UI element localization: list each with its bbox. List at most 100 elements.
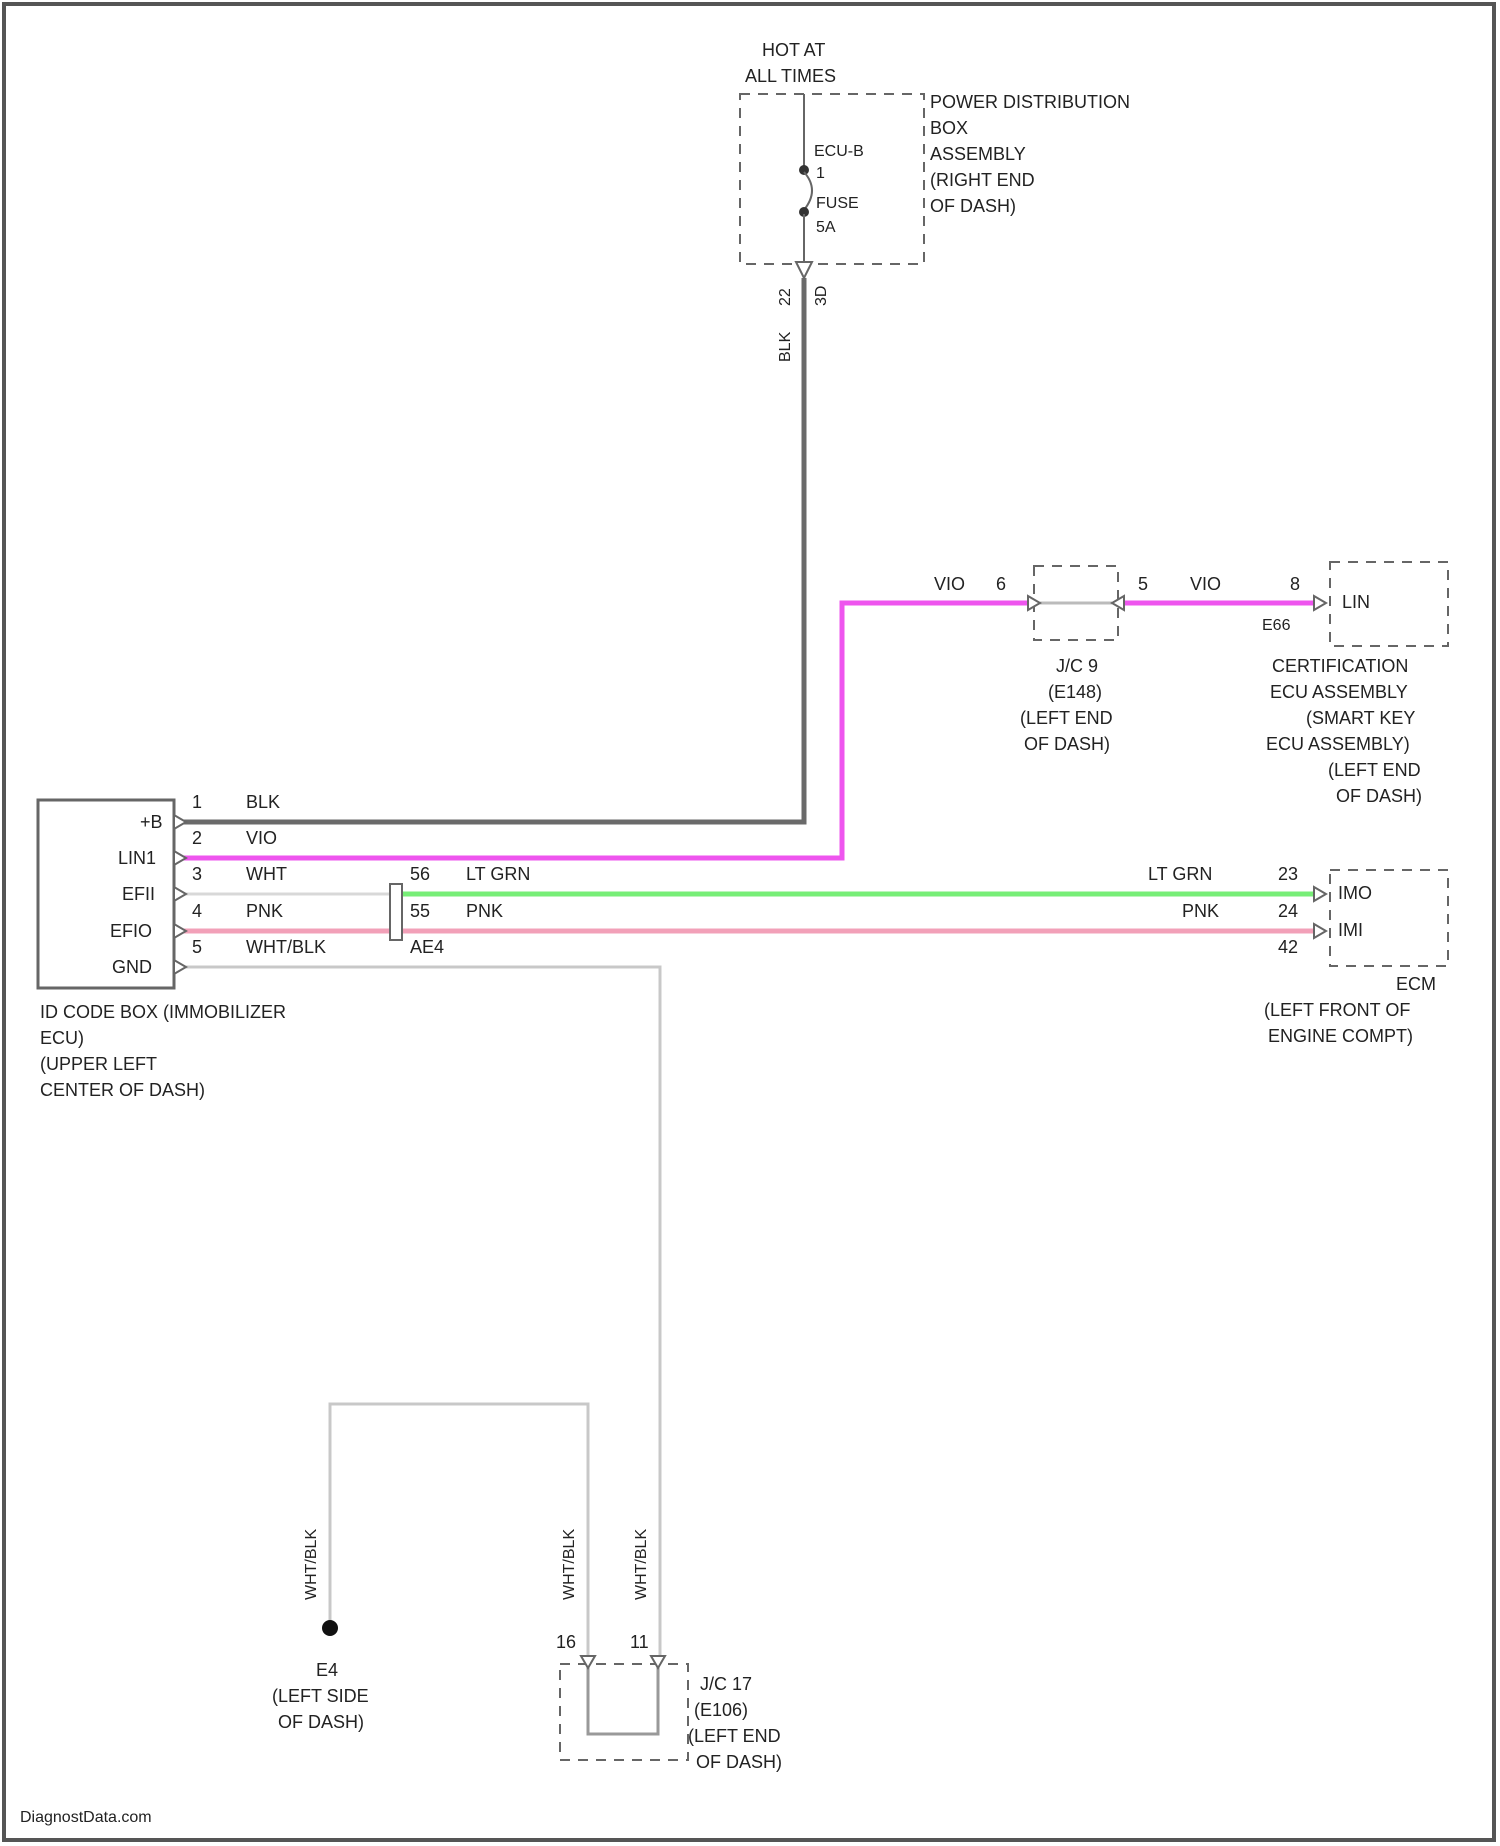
- cert-ecu-pin-symbol: [1314, 596, 1326, 610]
- svg-text:ECU): ECU): [40, 1028, 84, 1048]
- watermark: DiagnostData.com: [20, 1809, 152, 1826]
- svg-text:ECM: ECM: [1396, 974, 1436, 994]
- id-code-box-pin-symbols: [174, 815, 186, 974]
- ecm-terminal-imo: IMO: [1338, 883, 1372, 903]
- jc17-wire-left: WHT/BLK: [561, 1529, 578, 1600]
- cert-ecu-pin: 8: [1290, 574, 1300, 594]
- svg-text:(E106): (E106): [694, 1700, 748, 1720]
- inline-connector-name: AE4: [410, 937, 444, 957]
- svg-text:EFII: EFII: [122, 884, 155, 904]
- cert-ecu-terminal: LIN: [1342, 592, 1370, 612]
- ground-wire-color: WHT/BLK: [303, 1529, 320, 1600]
- inline-pin-55: 55: [410, 901, 430, 921]
- svg-text:(UPPER LEFT: (UPPER LEFT: [40, 1054, 157, 1074]
- fuse-rating: FUSE: [816, 195, 859, 212]
- wire-jc17-link: [588, 1666, 658, 1734]
- svg-text:(LEFT END: (LEFT END: [688, 1726, 781, 1746]
- svg-text:(LEFT SIDE: (LEFT SIDE: [272, 1686, 369, 1706]
- ecm-pin-42: 42: [1278, 937, 1298, 957]
- jc9-pin-left: 6: [996, 574, 1006, 594]
- wire-whtblk-loop: [330, 1404, 588, 1656]
- jc9-wire-left: VIO: [934, 574, 965, 594]
- svg-text:BOX: BOX: [930, 118, 968, 138]
- svg-text:+B: +B: [140, 812, 163, 832]
- wire-blk-power: [182, 278, 804, 822]
- svg-text:LIN1: LIN1: [118, 848, 156, 868]
- svg-text:(E148): (E148): [1048, 682, 1102, 702]
- svg-text:WHT: WHT: [246, 864, 287, 884]
- jc17-wire-right: WHT/BLK: [633, 1529, 650, 1600]
- cert-ecu-connector: E66: [1262, 617, 1291, 634]
- svg-text:OF DASH): OF DASH): [696, 1752, 782, 1772]
- svg-text:ENGINE COMPT): ENGINE COMPT): [1268, 1026, 1413, 1046]
- svg-text:1: 1: [192, 792, 202, 812]
- svg-text:CERTIFICATION: CERTIFICATION: [1272, 656, 1408, 676]
- svg-text:OF DASH): OF DASH): [930, 196, 1016, 216]
- jc17-name: J/C 17 (E106) (LEFT END OF DASH): [688, 1674, 782, 1772]
- svg-text:J/C 9: J/C 9: [1056, 656, 1098, 676]
- svg-text:(LEFT END: (LEFT END: [1020, 708, 1113, 728]
- svg-text:BLK: BLK: [246, 792, 280, 812]
- power-supply-line1: HOT AT: [762, 40, 825, 60]
- svg-text:ASSEMBLY: ASSEMBLY: [930, 144, 1026, 164]
- svg-text:CENTER OF DASH): CENTER OF DASH): [40, 1080, 205, 1100]
- svg-text:J/C 17: J/C 17: [700, 1674, 752, 1694]
- jc17-pin-b: [651, 1656, 665, 1668]
- page-border: [4, 4, 1494, 1840]
- id-code-box-terminals: +B LIN1 EFII EFIO GND: [110, 812, 163, 977]
- svg-text:WHT/BLK: WHT/BLK: [246, 937, 326, 957]
- svg-text:PNK: PNK: [246, 901, 283, 921]
- svg-text:ID CODE BOX (IMMOBILIZER: ID CODE BOX (IMMOBILIZER: [40, 1002, 286, 1022]
- svg-text:E4: E4: [316, 1660, 338, 1680]
- power-box-outline: [740, 94, 924, 264]
- jc17-pin-a: [581, 1656, 595, 1668]
- svg-text:(SMART KEY: (SMART KEY: [1306, 708, 1415, 728]
- svg-text:GND: GND: [112, 957, 152, 977]
- jc9-wire-right: VIO: [1190, 574, 1221, 594]
- inline-wire-ltgrn: LT GRN: [466, 864, 530, 884]
- svg-text:(LEFT END: (LEFT END: [1328, 760, 1421, 780]
- id-code-box-name: ID CODE BOX (IMMOBILIZER ECU) (UPPER LEF…: [40, 1002, 286, 1100]
- fuse-rating-value: 5A: [816, 219, 836, 236]
- ground-point-icon: [322, 1620, 338, 1636]
- svg-text:ECU ASSEMBLY): ECU ASSEMBLY): [1266, 734, 1410, 754]
- jc17-outline: [560, 1664, 688, 1760]
- ecm-pin-b: [1314, 924, 1326, 938]
- svg-text:(LEFT FRONT OF: (LEFT FRONT OF: [1264, 1000, 1410, 1020]
- svg-text:(RIGHT END: (RIGHT END: [930, 170, 1035, 190]
- ecm-name: ECM (LEFT FRONT OF ENGINE COMPT): [1264, 974, 1436, 1046]
- ecm-terminal-imi: IMI: [1338, 920, 1363, 940]
- ecm-wire-pnk: PNK: [1182, 901, 1219, 921]
- inline-connector-outline: [390, 884, 402, 940]
- fuse-name: ECU-B: [814, 143, 864, 160]
- power-box-connector2: 3D: [813, 286, 830, 306]
- ecm-pin-24: 24: [1278, 901, 1298, 921]
- svg-text:OF DASH): OF DASH): [1024, 734, 1110, 754]
- power-supply-line2: ALL TIMES: [745, 66, 836, 86]
- svg-text:OF DASH): OF DASH): [1336, 786, 1422, 806]
- fuse-name-sub: 1: [816, 165, 825, 182]
- fuse-symbol: [804, 172, 812, 210]
- svg-text:POWER DISTRIBUTION: POWER DISTRIBUTION: [930, 92, 1130, 112]
- jc17-pin-right: 11: [630, 1632, 649, 1652]
- ecm-pin-23: 23: [1278, 864, 1298, 884]
- svg-text:4: 4: [192, 901, 202, 921]
- svg-text:5: 5: [192, 937, 202, 957]
- power-box-name: POWER DISTRIBUTION BOX ASSEMBLY (RIGHT E…: [930, 92, 1130, 216]
- jc9-name: J/C 9 (E148) (LEFT END OF DASH): [1020, 656, 1113, 754]
- inline-pin-56: 56: [410, 864, 430, 884]
- svg-text:2: 2: [192, 828, 202, 848]
- svg-text:EFIO: EFIO: [110, 921, 152, 941]
- inline-wire-pnk: PNK: [466, 901, 503, 921]
- power-box-pin: [796, 262, 812, 278]
- power-box-wire-color: BLK: [777, 331, 794, 362]
- power-box-connector: 22: [777, 288, 794, 306]
- ground-name: E4 (LEFT SIDE OF DASH): [272, 1660, 369, 1732]
- jc17-pin-left: 16: [556, 1632, 576, 1652]
- cert-ecu-name: CERTIFICATION ECU ASSEMBLY (SMART KEY EC…: [1266, 656, 1422, 806]
- svg-text:OF DASH): OF DASH): [278, 1712, 364, 1732]
- svg-text:3: 3: [192, 864, 202, 884]
- ecm-pin-a: [1314, 887, 1326, 901]
- svg-text:VIO: VIO: [246, 828, 277, 848]
